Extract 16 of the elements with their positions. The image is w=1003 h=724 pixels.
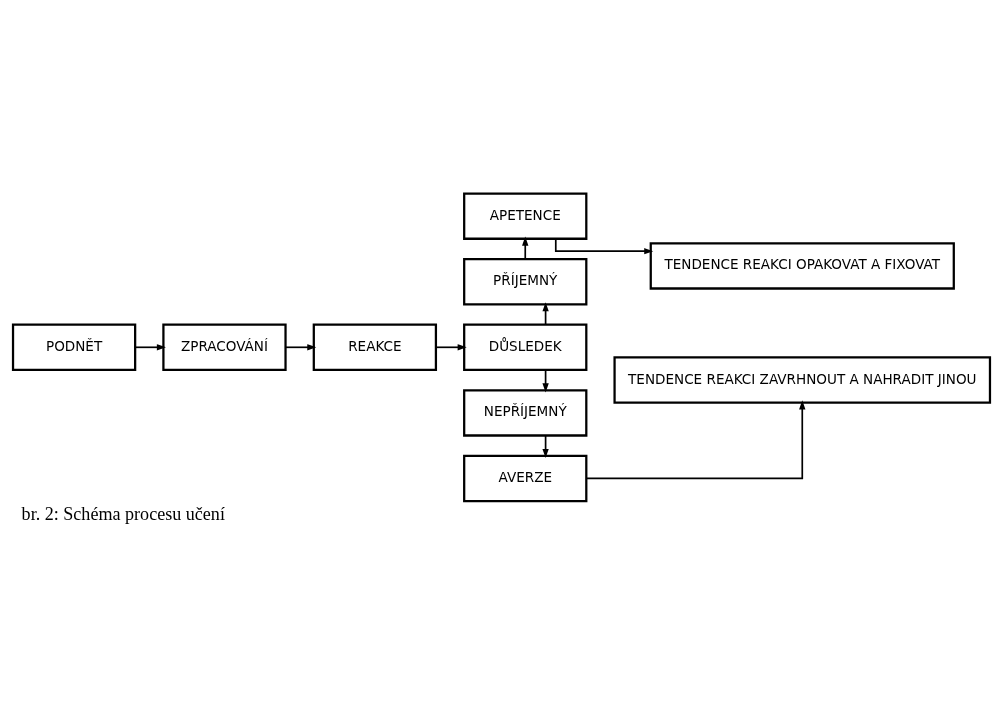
arrow	[435, 344, 467, 351]
node-box: DŮSLEDEK	[463, 323, 588, 372]
node-box: NEPŘÍJEMNÝ	[463, 389, 588, 437]
node-box: PODNĚT	[11, 323, 137, 372]
arrow	[284, 344, 317, 351]
arrow	[585, 400, 806, 480]
node-box: TENDENCE REAKCI ZAVRHNOUT A NAHRADIT JINOU	[613, 356, 992, 404]
node-box: AVERZE	[463, 454, 588, 503]
node-box: TENDENCE REAKCI OPAKOVAT A FIXOVAT	[649, 242, 955, 290]
node-box: PŘÍJEMNÝ	[463, 257, 588, 306]
arrow	[134, 344, 166, 351]
node-box: APETENCE	[463, 192, 588, 240]
node-box: ZPRACOVÁNÍ	[162, 323, 287, 372]
arrow	[522, 236, 529, 260]
caption: br. 2: Schéma procesu učení	[21, 504, 225, 525]
node-box: REAKCE	[312, 323, 438, 372]
